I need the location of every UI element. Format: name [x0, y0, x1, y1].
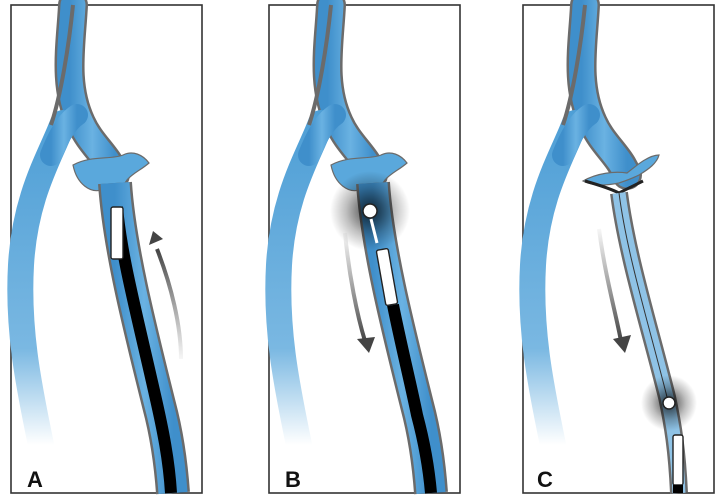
panel-a: A — [11, 5, 202, 493]
catheter-tip — [111, 207, 123, 259]
heating-element — [663, 397, 675, 409]
panel-a-label: A — [27, 467, 43, 492]
panel-b-label: B — [285, 467, 301, 492]
heating-element — [363, 204, 377, 218]
catheter — [673, 435, 683, 493]
panel-b: B — [269, 5, 460, 493]
panel-c: C — [523, 5, 714, 493]
panel-c-label: C — [537, 467, 553, 492]
catheter-tip — [673, 435, 683, 485]
